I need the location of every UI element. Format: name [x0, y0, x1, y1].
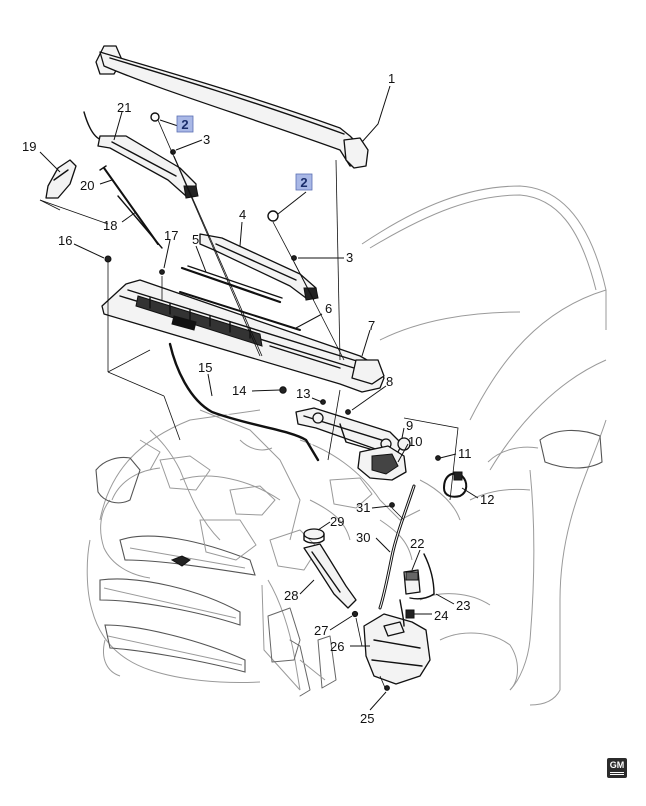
seal-part-27	[351, 610, 359, 618]
washer-pump-part-22	[403, 553, 435, 595]
cowl-seal-part-1	[95, 45, 369, 169]
connector-part-12	[443, 471, 468, 498]
callout-17: 17	[164, 228, 178, 243]
callout-28: 28	[284, 588, 298, 603]
wiper-blade-insert-part-20	[99, 165, 159, 245]
wiper-arm-right-part-4	[199, 233, 319, 301]
wiper-motor-part-10	[357, 437, 411, 481]
callout-16: 16	[58, 233, 72, 248]
callout-24: 24	[434, 608, 448, 623]
bolt-part-31	[389, 502, 395, 508]
bolt-part-13	[320, 399, 326, 405]
wiper-blade-part-18	[117, 195, 163, 249]
callout-20: 20	[80, 178, 94, 193]
bolt-part-8	[345, 409, 351, 415]
callout-labels: 1 3 3 4 5 6 7 8 9 10 11 12 13 14 15 16 1…	[22, 71, 494, 726]
callout-21: 21	[117, 100, 131, 115]
callout-30: 30	[356, 530, 370, 545]
callout-10: 10	[408, 434, 422, 449]
callout-15: 15	[198, 360, 212, 375]
callout-3-right: 3	[346, 250, 353, 265]
callout-5: 5	[192, 232, 199, 247]
callout-4: 4	[239, 207, 246, 222]
gm-logo-text: GM	[609, 760, 625, 770]
callout-7: 7	[368, 318, 375, 333]
callout-11: 11	[458, 446, 472, 461]
filler-neck-part-28	[303, 543, 357, 609]
reference-box-2-left: 2	[176, 115, 194, 133]
callout-26: 26	[330, 639, 344, 654]
callout-1: 1	[388, 71, 395, 86]
callout-25: 25	[360, 711, 374, 726]
washer-hose-part-15	[168, 342, 321, 462]
grommet-part-24	[405, 609, 415, 619]
nut-cap-part-2-left	[150, 112, 160, 122]
callout-9: 9	[406, 418, 413, 433]
callout-27: 27	[314, 623, 328, 638]
leader-lines	[39, 85, 479, 711]
gm-logo-icon: GM	[607, 758, 627, 778]
reservoir-cap-part-29	[303, 528, 325, 544]
bolt-part-16	[104, 255, 112, 263]
air-inlet-grille-part-7	[101, 279, 385, 393]
wiper-blade-part-6	[179, 291, 301, 331]
reference-box-2-right: 2	[295, 173, 313, 191]
callout-2-left: 2	[181, 117, 188, 132]
nut-part-17	[159, 269, 165, 275]
pump-hose-part-23	[409, 593, 435, 600]
washer-reservoir-part-26	[363, 599, 431, 685]
bracket-part-19	[45, 159, 77, 199]
callout-8: 8	[386, 374, 393, 389]
callout-13: 13	[296, 386, 310, 401]
callout-2-right: 2	[300, 175, 307, 190]
callout-14: 14	[232, 383, 246, 398]
assembly-guide-lines	[39, 119, 459, 691]
callout-29: 29	[330, 514, 344, 529]
callout-3-left: 3	[203, 132, 210, 147]
callout-31: 31	[356, 500, 370, 515]
callout-23: 23	[456, 598, 470, 613]
callout-6: 6	[325, 301, 332, 316]
callout-22: 22	[410, 536, 424, 551]
bolt-part-11	[435, 455, 441, 461]
callout-12: 12	[480, 492, 494, 507]
callout-18: 18	[103, 218, 117, 233]
bolt-part-14	[279, 386, 287, 394]
callout-19: 19	[22, 139, 36, 154]
washer-hose-part-30	[378, 484, 416, 610]
nut-cap-part-2-right	[267, 210, 279, 222]
